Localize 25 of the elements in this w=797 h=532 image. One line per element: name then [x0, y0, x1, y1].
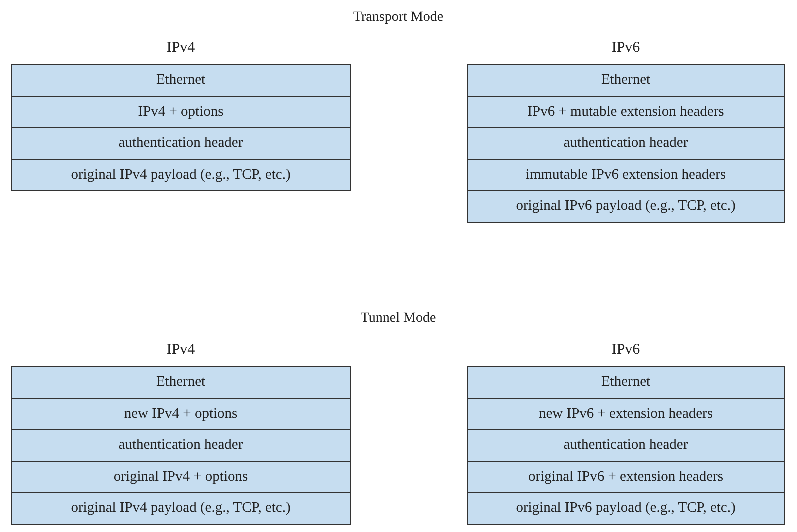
header-row: original IPv6 + extension headers	[468, 462, 784, 493]
header-row: original IPv4 payload (e.g., TCP, etc.)	[12, 493, 350, 524]
header-row: IPv6 + mutable extension headers	[468, 96, 784, 128]
section-title: Transport Mode	[352, 10, 445, 26]
header-row: Ethernet	[468, 65, 784, 96]
header-row: authentication header	[468, 128, 784, 160]
header-row: Ethernet	[12, 367, 350, 398]
header-row: Ethernet	[12, 65, 350, 96]
header-row: original IPv4 payload (e.g., TCP, etc.)	[12, 160, 350, 191]
header-row: new IPv4 + options	[12, 398, 350, 430]
header-row: IPv4 + options	[12, 96, 350, 128]
header-row: new IPv6 + extension headers	[468, 398, 784, 430]
header-row: original IPv4 + options	[12, 462, 350, 493]
header-row: authentication header	[468, 430, 784, 462]
header-row: original IPv6 payload (e.g., TCP, etc.)	[468, 493, 784, 524]
header-row: authentication header	[12, 430, 350, 462]
stack-heading: IPv6	[610, 341, 642, 360]
stack-heading: IPv4	[166, 39, 196, 58]
stack-heading: IPv6	[610, 39, 642, 58]
header-row: Ethernet	[468, 367, 784, 398]
header-row: immutable IPv6 extension headers	[468, 160, 784, 191]
header-row: original IPv6 payload (e.g., TCP, etc.)	[468, 191, 784, 222]
header-row: authentication header	[12, 128, 350, 160]
section-title: Tunnel Mode	[360, 311, 438, 327]
stack-heading: IPv4	[166, 341, 196, 360]
